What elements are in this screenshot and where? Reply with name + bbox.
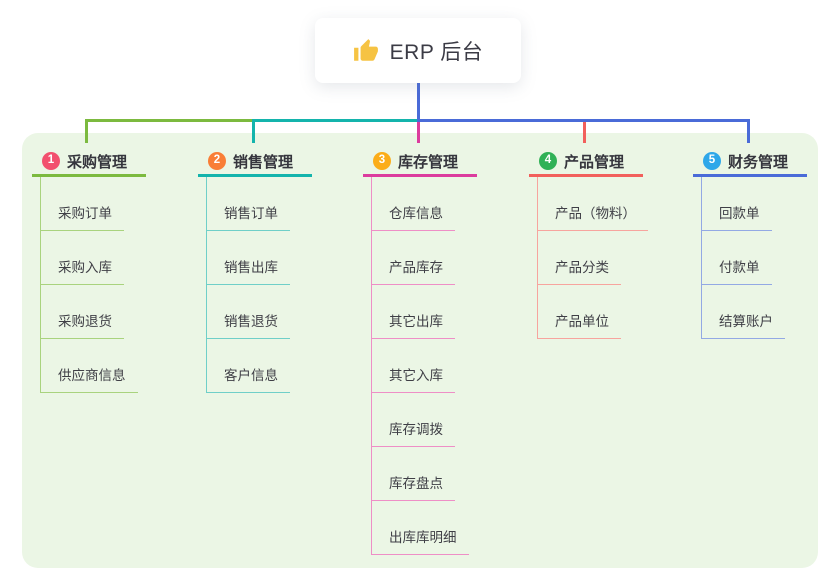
- child-label: 出库库明细: [389, 529, 457, 545]
- child-label: 销售退货: [224, 313, 278, 329]
- child-node[interactable]: 客户信息: [207, 339, 290, 393]
- branch-number-badge: 5: [703, 152, 721, 170]
- branch-header-product[interactable]: 4 产品管理: [529, 148, 643, 174]
- branch-column-product: 4 产品管理 产品（物料） 产品分类 产品单位: [529, 148, 648, 339]
- child-node[interactable]: 销售出库: [207, 231, 290, 285]
- child-node[interactable]: 仓库信息: [372, 177, 455, 231]
- branch-column-purchase: 1 采购管理 采购订单 采购入库 采购退货 供应商信息: [32, 148, 146, 393]
- root-label: ERP 后台: [389, 40, 484, 64]
- child-label: 采购订单: [58, 205, 112, 221]
- branches-panel: [22, 133, 818, 568]
- branch-underline: [198, 174, 312, 177]
- branch-label: 财务管理: [728, 153, 789, 171]
- child-label: 产品单位: [555, 313, 609, 329]
- child-label: 产品库存: [389, 259, 443, 275]
- branch-number-badge: 3: [373, 152, 391, 170]
- branch-number-badge: 1: [42, 152, 60, 170]
- child-label: 其它入库: [389, 367, 443, 383]
- child-node[interactable]: 产品单位: [538, 285, 621, 339]
- branch-underline: [529, 174, 643, 177]
- child-label: 产品分类: [555, 259, 609, 275]
- thumbs-up-icon: [353, 38, 379, 64]
- child-node[interactable]: 销售退货: [207, 285, 290, 339]
- connector-drop-branch1: [85, 119, 88, 143]
- child-node[interactable]: 采购入库: [41, 231, 124, 285]
- connector-drop-branch2: [252, 119, 255, 143]
- child-node[interactable]: 结算账户: [702, 285, 785, 339]
- branch-underline: [32, 174, 146, 177]
- child-node[interactable]: 其它入库: [372, 339, 455, 393]
- child-label: 其它出库: [389, 313, 443, 329]
- child-node[interactable]: 产品（物料）: [538, 177, 648, 231]
- child-node[interactable]: 库存调拨: [372, 393, 455, 447]
- child-label: 客户信息: [224, 367, 278, 383]
- root-node[interactable]: ERP 后台: [315, 18, 521, 83]
- connector-branch1: [85, 119, 253, 122]
- branch-header-finance[interactable]: 5 财务管理: [693, 148, 807, 174]
- child-label: 采购退货: [58, 313, 112, 329]
- connector-branch2: [252, 119, 419, 122]
- branch-header-purchase[interactable]: 1 采购管理: [32, 148, 146, 174]
- connector-branch5: [417, 119, 750, 122]
- child-node[interactable]: 库存盘点: [372, 447, 455, 501]
- child-label: 库存盘点: [389, 475, 443, 491]
- branch-label: 产品管理: [564, 153, 625, 171]
- child-label: 供应商信息: [58, 367, 126, 383]
- connector-drop-branch5: [747, 119, 750, 143]
- branch-children: 回款单 付款单 结算账户: [701, 177, 807, 339]
- child-label: 销售订单: [224, 205, 278, 221]
- child-node[interactable]: 采购退货: [41, 285, 124, 339]
- child-label: 销售出库: [224, 259, 278, 275]
- branch-column-inventory: 3 库存管理 仓库信息 产品库存 其它出库 其它入库 库存调拨 库存盘点 出库库…: [363, 148, 477, 555]
- child-node[interactable]: 产品库存: [372, 231, 455, 285]
- branch-underline: [693, 174, 807, 177]
- branch-number-badge: 4: [539, 152, 557, 170]
- connector-drop-branch4: [583, 119, 586, 143]
- child-node[interactable]: 付款单: [702, 231, 772, 285]
- child-label: 结算账户: [719, 313, 773, 329]
- child-label: 库存调拨: [389, 421, 443, 437]
- connector-drop-branch3: [417, 121, 420, 143]
- branch-number-badge: 2: [208, 152, 226, 170]
- child-node[interactable]: 回款单: [702, 177, 772, 231]
- branch-underline: [363, 174, 477, 177]
- child-label: 仓库信息: [389, 205, 443, 221]
- branch-children: 产品（物料） 产品分类 产品单位: [537, 177, 648, 339]
- branch-children: 仓库信息 产品库存 其它出库 其它入库 库存调拨 库存盘点 出库库明细: [371, 177, 477, 555]
- branch-label: 销售管理: [233, 153, 294, 171]
- child-node[interactable]: 其它出库: [372, 285, 455, 339]
- branch-children: 采购订单 采购入库 采购退货 供应商信息: [40, 177, 146, 393]
- child-label: 回款单: [719, 205, 760, 221]
- branch-label: 库存管理: [398, 153, 459, 171]
- branch-label: 采购管理: [67, 153, 128, 171]
- branch-column-sales: 2 销售管理 销售订单 销售出库 销售退货 客户信息: [198, 148, 312, 393]
- child-label: 付款单: [719, 259, 760, 275]
- child-node[interactable]: 产品分类: [538, 231, 621, 285]
- branch-header-inventory[interactable]: 3 库存管理: [363, 148, 477, 174]
- branch-column-finance: 5 财务管理 回款单 付款单 结算账户: [693, 148, 807, 339]
- branch-header-sales[interactable]: 2 销售管理: [198, 148, 312, 174]
- child-node[interactable]: 出库库明细: [372, 501, 469, 555]
- child-node[interactable]: 采购订单: [41, 177, 124, 231]
- child-node[interactable]: 供应商信息: [41, 339, 138, 393]
- branch-children: 销售订单 销售出库 销售退货 客户信息: [206, 177, 312, 393]
- child-node[interactable]: 销售订单: [207, 177, 290, 231]
- child-label: 采购入库: [58, 259, 112, 275]
- child-label: 产品（物料）: [555, 205, 636, 221]
- root-stem-connector: [417, 83, 420, 121]
